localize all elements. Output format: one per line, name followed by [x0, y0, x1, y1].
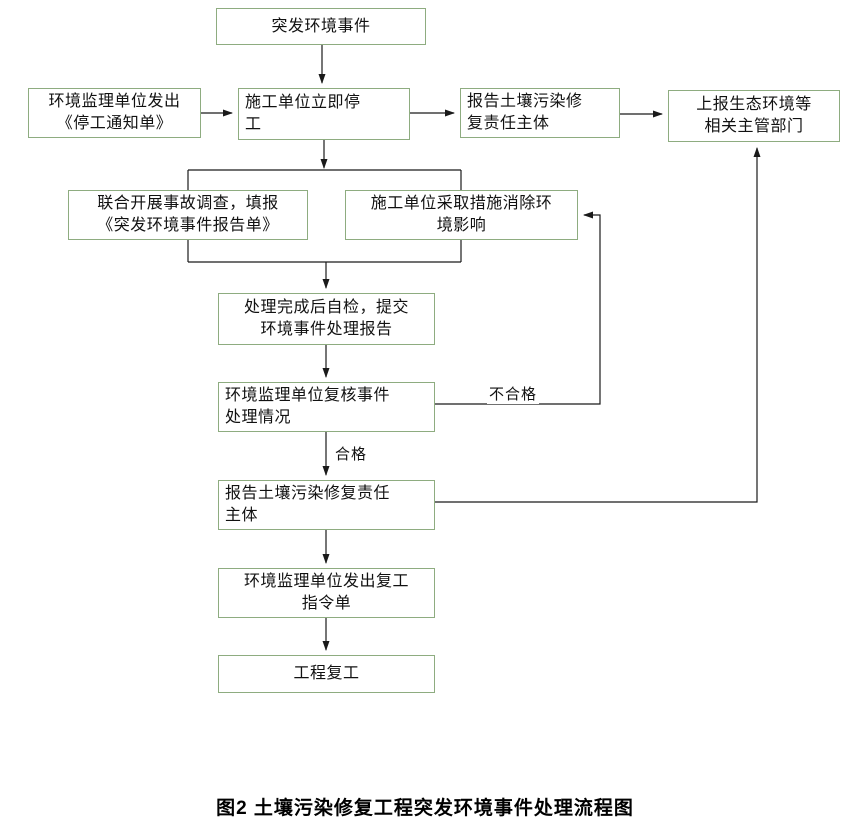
node-report-responsible-top: 报告土壤污染修 复责任主体 [460, 88, 620, 138]
node-eliminate-impact: 施工单位采取措施消除环 境影响 [345, 190, 578, 240]
edge-fail-loop [435, 211, 601, 405]
label-fail: 不合格 [487, 383, 540, 404]
diagram-caption: 图2 土壤污染修复工程突发环境事件处理流程图 [216, 798, 634, 819]
node-resume-order: 环境监理单位发出复工 指令单 [218, 568, 435, 618]
edge-report-to-authorities-loop [435, 147, 761, 503]
node-report-authorities: 上报生态环境等 相关主管部门 [668, 90, 840, 142]
label-pass: 合格 [333, 443, 370, 464]
node-review: 环境监理单位复核事件 处理情况 [218, 382, 435, 432]
node-stop-notice: 环境监理单位发出 《停工通知单》 [28, 88, 201, 138]
node-stop-work: 施工单位立即停 工 [238, 88, 410, 140]
node-report-responsible-bottom: 报告土壤污染修复责任 主体 [218, 480, 435, 530]
node-investigation: 联合开展事故调查，填报 《突发环境事件报告单》 [68, 190, 308, 240]
node-self-check: 处理完成后自检，提交 环境事件处理报告 [218, 293, 435, 345]
node-incident: 突发环境事件 [216, 8, 426, 45]
node-resume-work: 工程复工 [218, 655, 435, 693]
